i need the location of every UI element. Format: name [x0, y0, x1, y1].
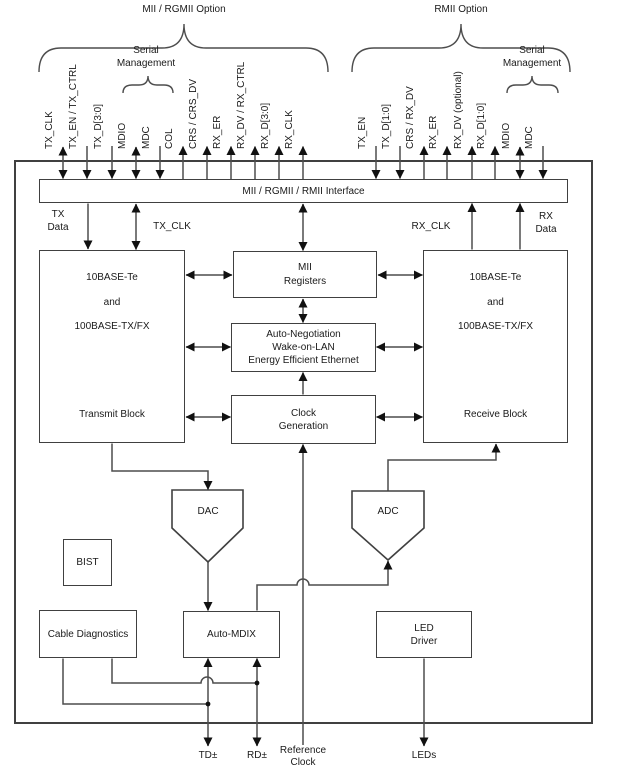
adc-label: ADC [377, 506, 399, 517]
junction-dot [254, 680, 260, 686]
block-mii-interface: MII / RGMII / RMII Interface [39, 179, 568, 203]
receive-name: Receive Block [463, 409, 528, 420]
rx-data-label: RX Data [521, 211, 571, 236]
serial-mgmt-brace-left [122, 75, 174, 94]
receive-line3: 100BASE-TX/FX [457, 321, 534, 332]
pin-label-rd: RD± [247, 750, 267, 761]
rx-clk-label: RX_CLK [411, 221, 451, 232]
tx-data-label: TX Data [33, 209, 83, 234]
block-auto-negotiation: Auto-Negotiation Wake-on-LAN Energy Effi… [231, 323, 376, 372]
pin-label-mdc: MDC [141, 126, 152, 149]
mii-registers-line2: Registers [283, 275, 327, 287]
block-cable-diagnostics: Cable Diagnostics [39, 610, 137, 658]
pin-label-rmii-rx-d1-0: RX_D[1:0] [476, 102, 487, 149]
dac-shape [171, 489, 244, 564]
pin-label-td: TD± [198, 750, 218, 761]
pin-label-rx-dv-rx-ctrl: RX_DV / RX_CTRL [236, 61, 247, 149]
serial-management-label-left: Serial Management [96, 44, 196, 70]
autoneg-line1: Auto-Negotiation [266, 329, 341, 340]
rmii-option-title: RMII Option [434, 4, 488, 15]
pin-label-leds: LEDs [411, 750, 437, 761]
auto-mdix-label: Auto-MDIX [207, 629, 256, 640]
pin-label-rmii-mdc: MDC [524, 126, 535, 149]
block-auto-mdix: Auto-MDIX [183, 611, 280, 658]
block-transmit: 10BASE-Te and 100BASE-TX/FX Transmit Blo… [39, 250, 185, 443]
pin-label-rmii-tx-d1-0: TX_D[1:0] [381, 103, 392, 149]
mii-signal-lines [58, 146, 308, 179]
transmit-line1: 10BASE-Te [86, 272, 138, 283]
pin-label-reference-clock: Reference Clock [266, 745, 340, 769]
interface-label: MII / RGMII / RMII Interface [242, 185, 365, 197]
transmit-line3: 100BASE-TX/FX [74, 321, 150, 332]
adc-receive-line [387, 443, 501, 491]
rmii-option-brace [351, 23, 571, 73]
internal-buses [83, 203, 525, 422]
transmit-name: Transmit Block [79, 409, 145, 420]
mii-option-title: MII / RGMII Option [142, 4, 226, 15]
transmit-dac-line [111, 443, 213, 490]
pin-label-tx-clk: TX_CLK [44, 111, 55, 149]
pin-label-rmii-rx-er: RX_ER [428, 115, 439, 149]
serial-management-label-right: Serial Management [482, 44, 582, 70]
mii-option-brace [38, 23, 329, 73]
adc-shape [351, 490, 425, 562]
pin-label-rmii-tx-en: TX_EN [357, 116, 368, 149]
rx-data-line2: Data [535, 223, 557, 235]
block-clock-generation: Clock Generation [231, 395, 376, 444]
serial-mgmt-brace-right [506, 75, 559, 94]
pin-label-rmii-rx-dv-optional: RX_DV (optional) [453, 71, 464, 149]
mii-registers-line1: MII [298, 261, 312, 273]
pin-label-crs-crs-dv: CRS / CRS_DV [188, 78, 199, 149]
pin-label-col: COL [164, 128, 175, 149]
serial-line1: Serial [133, 45, 159, 56]
receive-line2: and [487, 297, 504, 308]
clockgen-line1: Clock [290, 407, 316, 419]
cablediag-td-line [62, 658, 208, 705]
pin-label-rx-clk: RX_CLK [284, 110, 295, 149]
pin-label-rmii-crs-rx-dv: CRS / RX_DV [405, 86, 416, 149]
tx-data-line1: TX [51, 209, 65, 220]
autoneg-line3: Energy Efficient Ethernet [248, 355, 359, 366]
pin-label-tx-d3-0: TX_D[3:0] [93, 103, 104, 149]
cablediag-rd-line [111, 658, 257, 684]
refclk-line1: Reference [279, 745, 327, 756]
rmii-signal-lines [371, 146, 548, 179]
pin-label-rx-d3-0: RX_D[3:0] [260, 102, 271, 149]
serial-line2: Management [116, 58, 176, 69]
serial-line1: Serial [519, 45, 545, 56]
block-receive: 10BASE-Te and 100BASE-TX/FX Receive Bloc… [423, 250, 568, 443]
dac-label: DAC [197, 506, 219, 517]
pin-label-mdio: MDIO [117, 122, 128, 149]
pin-label-rmii-mdio: MDIO [501, 122, 512, 149]
receive-line1: 10BASE-Te [469, 272, 522, 283]
pin-label-rx-er: RX_ER [212, 115, 223, 149]
automdix-adc-line [256, 560, 393, 611]
serial-line2: Management [502, 58, 562, 69]
tx-data-line2: Data [47, 221, 69, 233]
pin-label-tx-en-tx-ctrl: TX_EN / TX_CTRL [68, 64, 79, 149]
junction-dot [205, 701, 211, 707]
clockgen-line2: Generation [278, 420, 329, 432]
led-driver-line2: Driver [410, 635, 438, 647]
autoneg-line2: Wake-on-LAN [272, 342, 335, 353]
led-driver-line1: LED [414, 622, 434, 634]
block-mii-registers: MII Registers [233, 251, 377, 298]
rx-data-line1: RX [539, 211, 553, 222]
block-bist: BIST [63, 539, 112, 586]
option-braces [38, 23, 571, 94]
tx-clk-label: TX_CLK [153, 221, 191, 232]
analog-routing [62, 443, 501, 747]
refclk-line2: Clock [290, 757, 316, 768]
bist-label: BIST [76, 557, 99, 568]
transmit-line2: and [103, 297, 121, 308]
block-led-driver: LED Driver [376, 611, 472, 658]
cable-diagnostics-label: Cable Diagnostics [47, 628, 129, 640]
